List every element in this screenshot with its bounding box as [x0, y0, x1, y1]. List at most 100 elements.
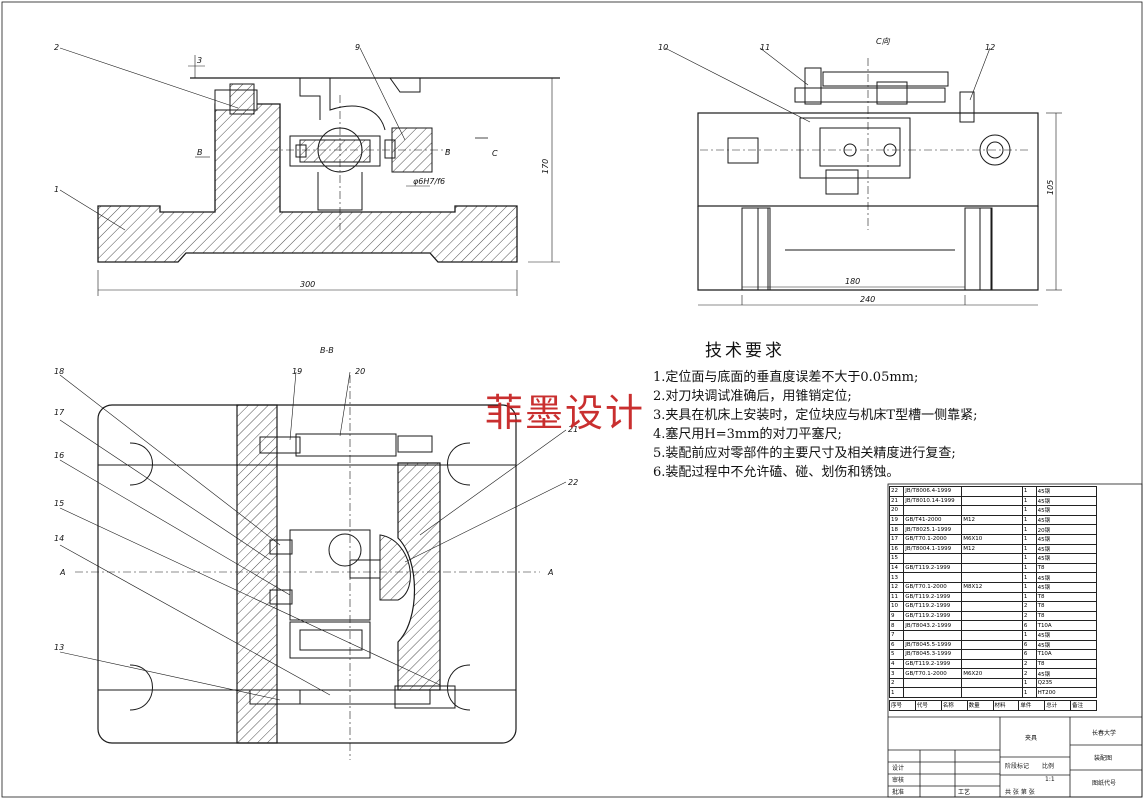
- bom-cell: T8: [1035, 562, 1098, 574]
- bom-cell: GB/T119.2-1999: [903, 658, 963, 670]
- bom-cell: T8: [1035, 658, 1098, 670]
- bom-cell: [961, 629, 1023, 641]
- school-name: 长春大学: [1092, 729, 1116, 737]
- drawing-no-label: 图纸代号: [1092, 779, 1116, 787]
- tech-item: 4.塞尺用H=3mm的对刀平塞尺;: [653, 427, 842, 442]
- bom-header-cell: 序号: [889, 700, 916, 711]
- bom-cell: [961, 486, 1023, 497]
- bom-cell: [903, 629, 963, 641]
- balloon-22: 22: [568, 478, 578, 487]
- bom-cell: 10: [888, 601, 905, 612]
- bom-cell: 2: [1021, 601, 1037, 612]
- balloon-11: 11: [760, 43, 770, 52]
- balloon-9: 9: [355, 43, 360, 52]
- bom-cell: GB/T70.1-2000: [903, 668, 963, 679]
- side-view-label: C向: [876, 37, 891, 46]
- bom-cell: [961, 562, 1023, 574]
- bom-cell: 1: [1021, 562, 1037, 574]
- bom-cell: GB/T119.2-1999: [903, 591, 963, 603]
- bom-cell: 16: [888, 543, 905, 555]
- bom-cell: 6: [888, 639, 905, 651]
- bom-cell: 2: [1021, 668, 1037, 679]
- bom-cell: [961, 601, 1023, 612]
- bom-cell: T8: [1035, 610, 1098, 622]
- bom-header-cell: 材料: [992, 700, 1020, 711]
- bom-cell: GB/T119.2-1999: [903, 562, 963, 574]
- bom-cell: GB/T119.2-1999: [903, 601, 963, 612]
- bom-cell: [961, 524, 1023, 535]
- dim-side-inner: 180: [845, 277, 860, 286]
- bom-cell: M6X20: [961, 668, 1023, 679]
- bom-cell: 1: [1021, 572, 1037, 583]
- bom-cell: [961, 572, 1023, 583]
- dim-front-height: 170: [541, 159, 550, 174]
- section-mark-b-left: B: [197, 148, 203, 157]
- bom-cell: 14: [888, 562, 905, 574]
- bom-cell: HT200: [1035, 687, 1098, 699]
- bom-cell: 45钢: [1035, 572, 1098, 583]
- bom-cell: [961, 610, 1023, 622]
- tech-item: 6.装配过程中不允许磕、碰、划伤和锈蚀。: [653, 465, 900, 480]
- bom-cell: 1: [1021, 677, 1037, 689]
- bom-cell: [961, 495, 1023, 507]
- bom-cell: 22: [888, 486, 905, 497]
- bom-cell: 1: [1021, 687, 1037, 699]
- scale-label: 比例: [1042, 762, 1054, 770]
- stage-label: 阶段标记: [1005, 762, 1029, 770]
- dim-side-height: 105: [1046, 180, 1055, 195]
- bom-header-cell: 单件: [1018, 700, 1046, 711]
- process-label: 工艺: [958, 788, 970, 796]
- watermark: 菲墨设计: [485, 391, 646, 435]
- bom-cell: 45钢: [1035, 668, 1098, 679]
- bom-cell: [903, 677, 963, 689]
- part-name: 夹具: [1025, 734, 1037, 742]
- bom-header-cell: 备注: [1070, 700, 1097, 711]
- bom-cell: Q235: [1035, 677, 1098, 689]
- bom-cell: 20: [888, 505, 905, 516]
- bom-header-row: 序号代号名称数量材料单件总计备注: [889, 700, 1097, 711]
- bom-header-cell: 数量: [966, 700, 994, 711]
- bom-header-cell: 名称: [940, 700, 968, 711]
- tech-requirements: 1.定位面与底面的垂直度误差不大于0.05mm; 2.对刀块调试准确后，用锥销定…: [653, 368, 977, 482]
- bom-cell: GB/T70.1-2000: [903, 533, 963, 545]
- bom-cell: 6: [1021, 620, 1037, 631]
- section-mark-a-left: A: [59, 568, 65, 577]
- drawing-type: 装配图: [1094, 754, 1112, 762]
- balloon-16: 16: [54, 451, 64, 460]
- bom-cell: 1: [1021, 629, 1037, 641]
- bom-cell: 15: [888, 553, 905, 564]
- bom-cell: 7: [888, 629, 905, 641]
- bom-header-cell: 代号: [914, 700, 942, 711]
- balloon-21: 21: [568, 425, 578, 434]
- bom-cell: 45钢: [1035, 639, 1098, 651]
- bom-cell: 6: [1021, 649, 1037, 660]
- bom-cell: [903, 553, 963, 564]
- bom-cell: 18: [888, 524, 905, 535]
- dim-front-small: 3: [197, 56, 202, 65]
- bom-cell: M8X12: [961, 581, 1023, 593]
- balloon-20: 20: [355, 367, 365, 376]
- balloon-15: 15: [54, 499, 64, 508]
- bom-cell: 45钢: [1035, 553, 1098, 564]
- tech-requirements-title: 技术要求: [705, 341, 785, 361]
- bom-cell: 2: [1021, 610, 1037, 622]
- bom-cell: 45钢: [1035, 495, 1098, 507]
- section-view: [59, 371, 567, 760]
- bom-cell: 1: [1021, 505, 1037, 516]
- bom-cell: [903, 687, 963, 699]
- bom-header: 序号代号名称数量材料单件总计备注: [889, 700, 1097, 711]
